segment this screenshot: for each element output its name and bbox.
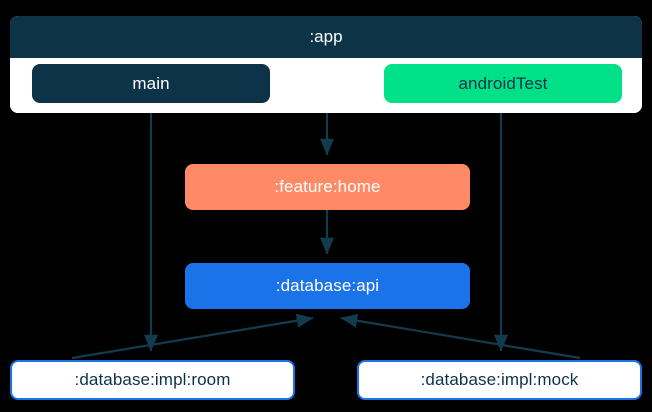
node-feature-home[interactable]: :feature:home [185,164,470,210]
node-database-api[interactable]: :database:api [185,263,470,309]
edge-database-impl-room-to-database-api [71,313,314,360]
node-android-test[interactable]: androidTest [384,64,622,103]
node-database-impl-room[interactable]: :database:impl:room [10,360,295,400]
edge-database-impl-mock-to-database-api [340,313,581,360]
node-main[interactable]: main [32,64,270,103]
node-database-impl-mock[interactable]: :database:impl:mock [357,360,642,400]
subgraph-app-label: :app [10,16,642,58]
